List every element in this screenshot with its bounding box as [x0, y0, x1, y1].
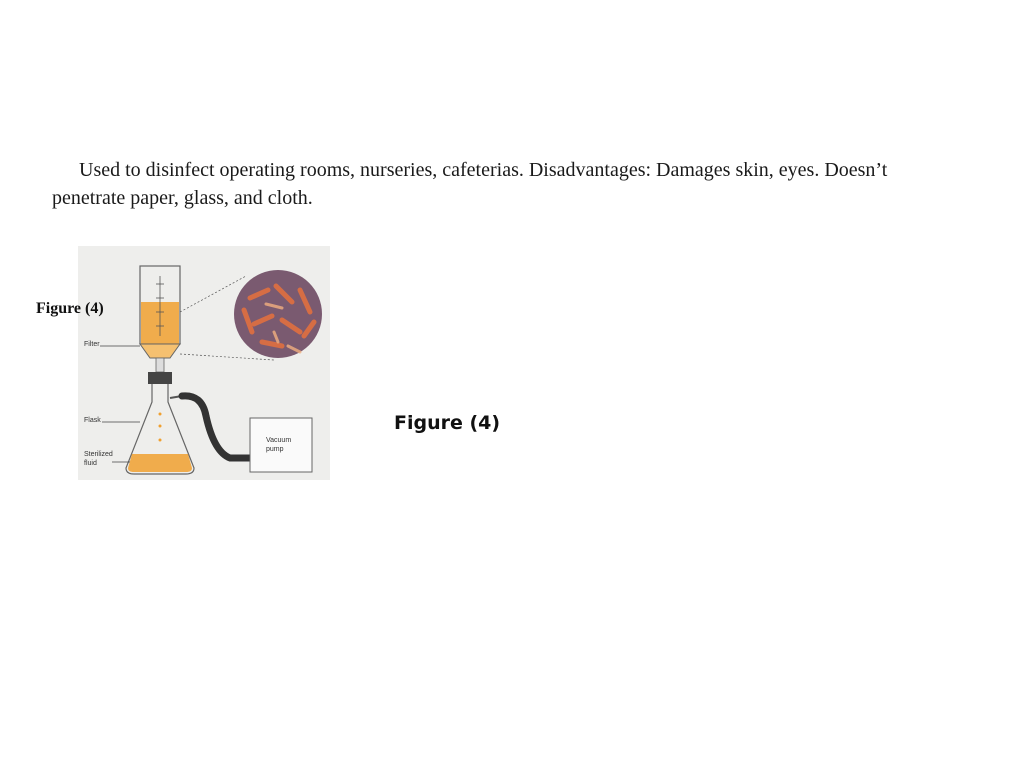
sterilized-fluid-label-1: Sterilized: [84, 451, 113, 458]
sterilized-fluid-label-2: fluid: [84, 460, 97, 467]
filter-membrane: [139, 343, 181, 359]
filtration-apparatus-illustration: Vacuum pump Filter Flask Sterilized flui…: [78, 246, 330, 480]
vacuum-pump: [249, 417, 313, 473]
vacuum-pump-label-2: pump: [266, 446, 284, 453]
vacuum-pump-label-1: Vacuum: [266, 437, 291, 444]
filter-label: Filter: [84, 341, 100, 348]
figure-side-label: Figure (4): [36, 300, 104, 317]
rubber-stopper: [148, 372, 172, 384]
vacuum-hose: [178, 392, 254, 462]
flask-label: Flask: [84, 417, 101, 424]
sterilized-fluid: [128, 454, 192, 472]
body-paragraph: Used to disinfect operating rooms, nurse…: [52, 159, 888, 209]
flask: [125, 384, 195, 475]
figure-caption: Figure (4): [394, 412, 501, 434]
filtration-diagram: Vacuum pump Filter Flask Sterilized flui…: [84, 265, 322, 475]
